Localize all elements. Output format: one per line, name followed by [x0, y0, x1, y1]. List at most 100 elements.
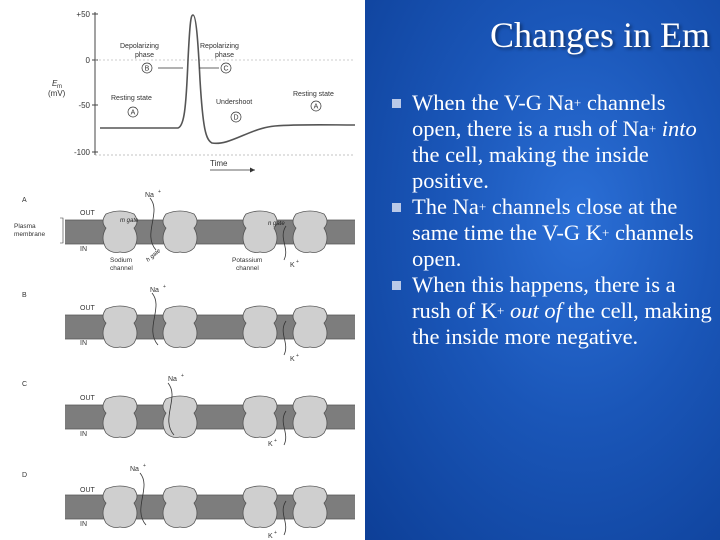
panel-letter-a: A: [22, 197, 27, 204]
panel-letter-d: D: [22, 472, 27, 479]
resting-state-left-label: Resting state: [111, 95, 152, 102]
in-label: IN: [80, 246, 87, 253]
repolarizing-label: Repolarizing: [200, 43, 239, 50]
bullet-text: When the V-G Na: [412, 90, 574, 115]
ion-charge: +: [274, 438, 277, 444]
ion-charge: +: [296, 353, 299, 359]
sodium-channel-protein: [102, 305, 138, 348]
repolarizing-label-2: phase: [215, 52, 234, 59]
ion-labels: Na + K + Na + K + Na + K + Na + K +: [130, 189, 299, 540]
sodium-channel-protein: [102, 395, 138, 438]
action-potential-figure: +50 0 -50 -100 E m (mV) Depolarizing pha…: [0, 0, 365, 540]
out-label: OUT: [80, 210, 96, 217]
k-ion-label: K: [268, 533, 273, 540]
sodium-channel-protein: [162, 395, 198, 438]
k-flux-arrow: [282, 410, 287, 446]
ion-charge: +: [158, 189, 161, 195]
marker-d-label: D: [233, 115, 238, 122]
superscript: +: [573, 95, 582, 110]
marker-a-right-label: A: [314, 104, 319, 111]
potassium-channel-label: Potassium: [232, 257, 262, 264]
bullet-text: the cell, making the inside more negativ…: [412, 298, 712, 349]
bullet-text: channels open.: [412, 220, 694, 271]
figure-svg: +50 0 -50 -100 E m (mV) Depolarizing pha…: [14, 10, 356, 540]
sodium-channel-protein: [102, 485, 138, 528]
na-flux-arrow: [167, 382, 175, 436]
panel-letter-b: B: [22, 292, 27, 299]
bullet-text: channels close at the same time the V-G …: [412, 194, 678, 245]
k-ion-label: K: [290, 262, 295, 269]
ion-charge: +: [274, 530, 277, 536]
in-label: IN: [80, 431, 87, 438]
bullet-text: The Na: [412, 194, 479, 219]
sodium-channel-protein: [162, 485, 198, 528]
k-ion-label: K: [268, 441, 273, 448]
membrane-bracket: [60, 217, 64, 244]
marker-a-left-label: A: [131, 110, 136, 117]
marker-c-label: C: [223, 66, 228, 73]
undershoot-label: Undershoot: [216, 99, 252, 106]
superscript: +: [601, 225, 610, 240]
marker-a-right: [310, 100, 322, 112]
potassium-channel-protein: [242, 395, 278, 438]
italic-text: out of: [509, 298, 562, 323]
bullet-square-icon: [392, 203, 401, 212]
plasma-membrane-label: Plasma: [14, 223, 36, 230]
panel-letter-c: C: [22, 381, 27, 388]
ion-charge: +: [163, 284, 166, 290]
y-axis-label-unit: (mV): [48, 89, 66, 98]
bullet-list: When the V-G Na+ channels open, there is…: [392, 90, 712, 350]
out-label: OUT: [80, 395, 96, 402]
na-ion-label: Na: [145, 192, 154, 199]
potassium-channel-protein: [292, 305, 328, 348]
marker-b: [141, 62, 153, 74]
marker-a-left: [127, 106, 139, 118]
potassium-channel-protein: [292, 395, 328, 438]
ion-charge: +: [143, 463, 146, 469]
potassium-channel-label-2: channel: [236, 265, 259, 272]
sodium-channel-label: Sodium: [110, 257, 132, 264]
k-ion-label: K: [290, 356, 295, 363]
y-axis-label-sub: m: [57, 84, 62, 90]
k-flux-arrow: [282, 500, 287, 536]
marker-d: [230, 111, 242, 123]
time-arrow-head: [250, 167, 255, 173]
action-potential-trace: [100, 14, 356, 145]
bullet-text: the cell, making the inside positive.: [412, 142, 649, 193]
x-axis-label: Time: [210, 159, 228, 168]
k-flux-arrow: [282, 225, 287, 261]
depolarizing-label: Depolarizing: [120, 43, 159, 50]
ion-charge: +: [181, 373, 184, 379]
membrane-panels: [65, 197, 355, 536]
potassium-channel-protein: [292, 210, 328, 253]
m-gate-label: m gate: [120, 218, 139, 224]
sodium-channel-protein: [162, 210, 198, 253]
bullet-item: When the V-G Na+ channels open, there is…: [392, 90, 712, 194]
bullet-square-icon: [392, 281, 401, 290]
bullet-text: When this happens, there is a rush of K: [412, 272, 676, 323]
resting-state-right-label: Resting state: [293, 91, 334, 98]
in-label: IN: [80, 340, 87, 347]
bullet-item: When this happens, there is a rush of K+…: [392, 272, 712, 350]
h-gate-label: h gate: [145, 248, 162, 264]
potassium-channel-protein: [242, 210, 278, 253]
n-gate-label: n gate: [268, 221, 285, 227]
potassium-channel-protein: [242, 305, 278, 348]
y-tick-label: -50: [78, 101, 90, 110]
slide-background: [365, 0, 720, 540]
out-label: OUT: [80, 487, 96, 494]
bullet-text: channels open, there is a rush of Na: [412, 90, 666, 141]
membrane-potential-graph: +50 0 -50 -100 E m (mV) Depolarizing pha…: [48, 10, 356, 173]
superscript: +: [478, 199, 487, 214]
k-flux-arrow: [282, 320, 287, 356]
na-ion-label: Na: [130, 466, 139, 473]
na-flux-arrow: [151, 292, 159, 346]
marker-b-label: B: [145, 66, 150, 73]
na-ion-label: Na: [150, 287, 159, 294]
y-tick-label: -100: [74, 148, 91, 157]
in-label: IN: [80, 521, 87, 528]
na-flux-arrow: [139, 472, 147, 526]
bullet-item: The Na+ channels close at the same time …: [392, 194, 712, 272]
marker-c: [220, 62, 232, 74]
